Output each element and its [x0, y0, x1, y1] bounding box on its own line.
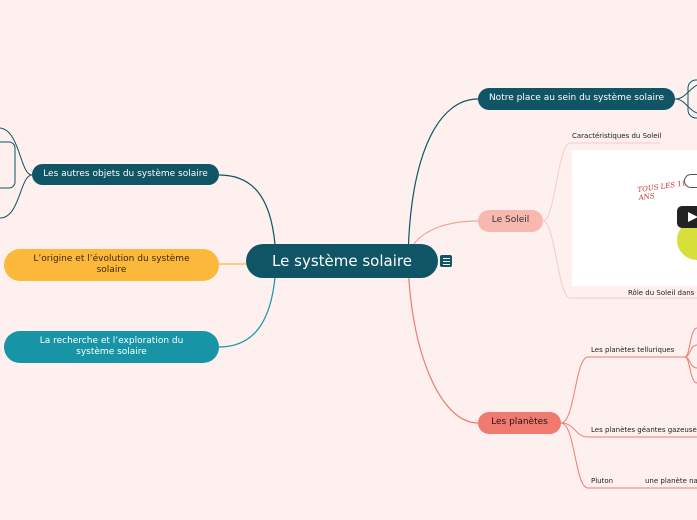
topic-les-planetes[interactable]: Les planètes	[478, 412, 561, 434]
play-button-icon[interactable]	[677, 206, 697, 228]
subtopic-pluton[interactable]: Pluton	[591, 477, 614, 485]
sun-illustration	[677, 220, 697, 260]
subtopic-caracteristiques-soleil[interactable]: Caractéristiques du Soleil	[572, 132, 662, 140]
topic-notre-place-label: Notre place au sein du système solaire	[488, 93, 665, 104]
topic-le-soleil[interactable]: Le Soleil	[478, 210, 543, 232]
central-topic-label: Le système solaire	[272, 251, 412, 270]
central-topic[interactable]: Le système solaire	[246, 244, 438, 278]
video-caption: Rôle du Soleil dans l	[628, 289, 697, 297]
topic-notre-place[interactable]: Notre place au sein du système solaire	[478, 88, 675, 110]
video-thumbnail[interactable]: TOUS LES 11 ANS	[572, 150, 697, 286]
subtopic-planete-naine[interactable]: une planète nai	[645, 477, 697, 485]
topic-recherche-exploration-label: La recherche et l’exploration du système…	[39, 335, 184, 357]
topic-origine-evolution-label: L’origine et l’évolution du système sola…	[33, 253, 190, 275]
cloud-icon	[684, 174, 697, 188]
topic-recherche-exploration[interactable]: La recherche et l’exploration du système…	[4, 331, 219, 363]
topic-autres-objets-label: Les autres objets du système solaire	[43, 168, 208, 179]
topic-les-planetes-label: Les planètes	[491, 417, 548, 428]
notes-icon[interactable]	[440, 255, 452, 267]
topic-autres-objets[interactable]: Les autres objets du système solaire	[32, 164, 219, 185]
topic-origine-evolution[interactable]: L’origine et l’évolution du système sola…	[4, 249, 219, 281]
topic-le-soleil-label: Le Soleil	[491, 215, 530, 226]
subtopic-planetes-telluriques[interactable]: Les planètes telluriques	[591, 346, 675, 354]
subtopic-planetes-gazeuses[interactable]: Les planètes géantes gazeuses	[591, 426, 697, 434]
